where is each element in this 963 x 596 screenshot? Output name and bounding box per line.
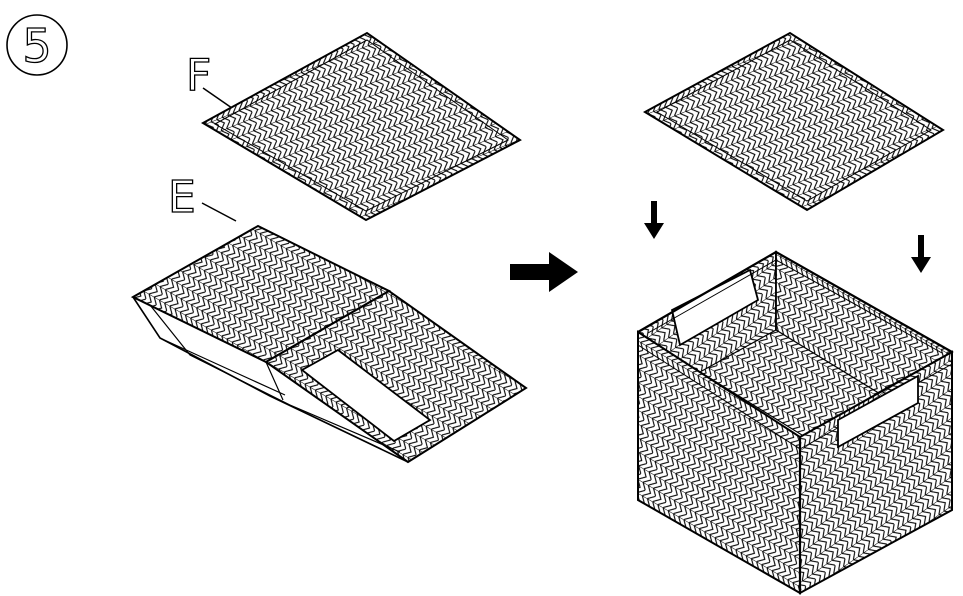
down-arrow-icon-right (911, 235, 931, 273)
step-number: 5 (22, 19, 51, 73)
panel-e (130, 224, 528, 464)
callout-f-label: F (186, 50, 211, 101)
down-arrow-icon-left (644, 201, 664, 239)
assembled-box (636, 250, 954, 595)
panel-f-top (642, 31, 945, 212)
callout-e: E (167, 171, 237, 224)
right-arrow-icon (510, 252, 578, 292)
callout-e-label: E (168, 172, 196, 223)
panel-f (200, 31, 522, 222)
step-badge-icon: 5 (6, 14, 68, 76)
